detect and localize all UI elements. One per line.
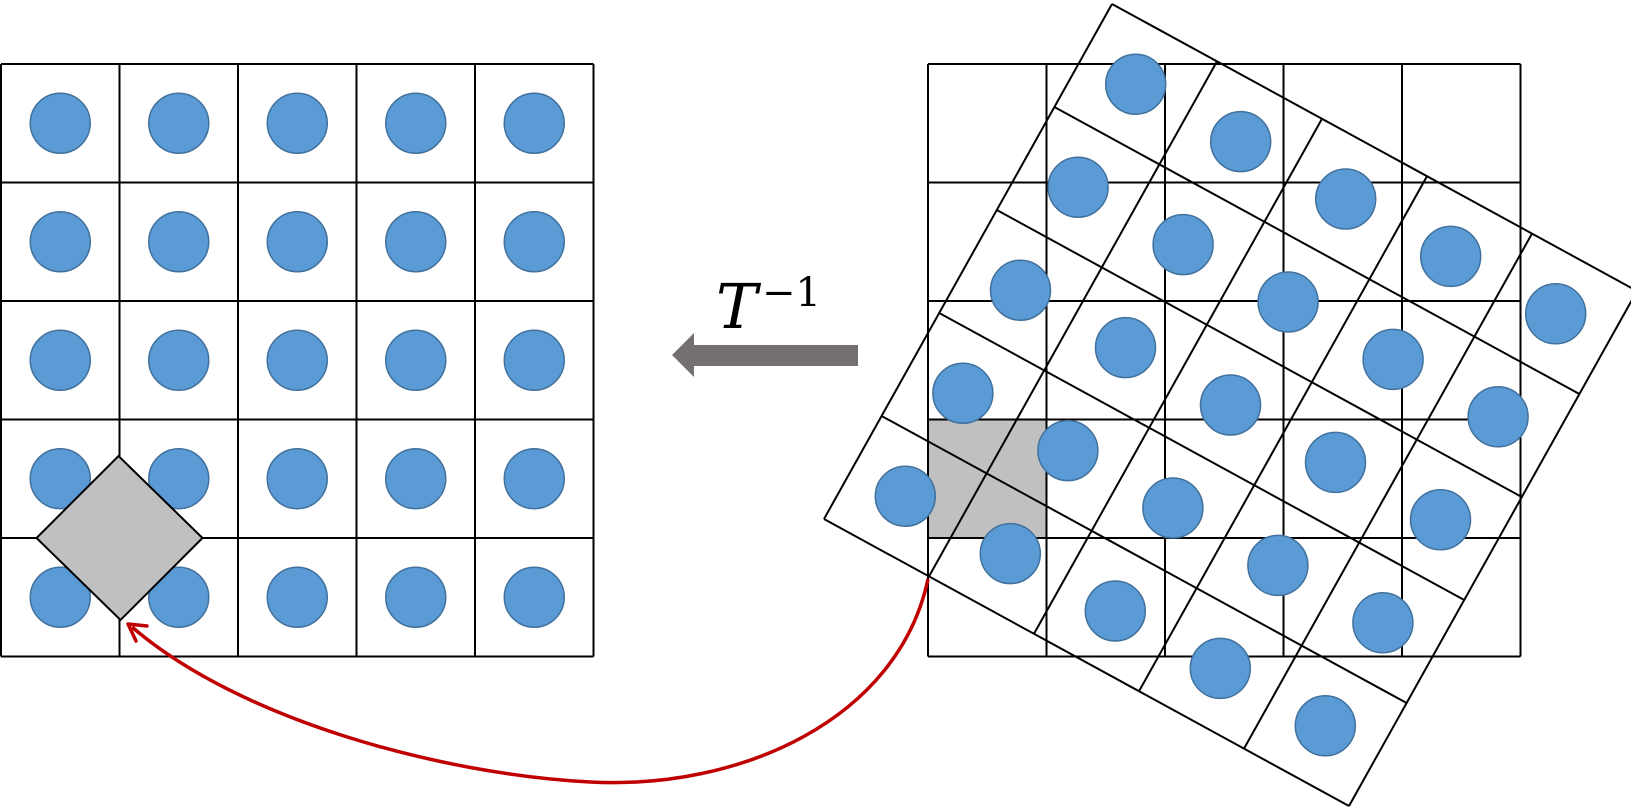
sample-dot: [266, 566, 328, 628]
mapping-arrowhead: [126, 622, 149, 643]
rotated-sample-dot: [1142, 477, 1204, 539]
rotated-sample-dot: [1362, 328, 1424, 391]
source-grid-dots: [29, 92, 565, 628]
rotated-sample-dot: [1084, 580, 1147, 642]
rotated-sample-dot: [1104, 53, 1167, 115]
sample-dot: [148, 329, 210, 391]
rotated-sample-dot: [1199, 374, 1262, 436]
rotated-sample-dot: [1152, 213, 1214, 276]
rotated-sample-dot: [1047, 156, 1109, 218]
rotated-sample-dot: [1352, 592, 1414, 654]
rotated-grid-line: [1033, 118, 1323, 635]
sample-dot: [29, 448, 91, 510]
rotated-grid-line: [881, 415, 1408, 704]
rotated-sample-dot: [1304, 431, 1367, 494]
sample-dot: [266, 92, 328, 154]
sample-dot: [385, 211, 447, 273]
rotated-grid-line: [1243, 233, 1533, 750]
sample-dot: [503, 566, 565, 628]
rotated-grid-line: [1111, 3, 1631, 289]
sample-dot: [385, 566, 447, 628]
sample-dot: [266, 448, 328, 510]
rotated-grid: [823, 3, 1631, 807]
sample-dot: [266, 329, 328, 391]
rotated-grid-line: [996, 209, 1523, 498]
sample-dot: [266, 211, 328, 273]
inverse-transform-arrow: [672, 333, 858, 377]
sample-dot: [503, 448, 565, 510]
rotated-sample-dot: [1094, 316, 1157, 379]
rotated-grid-line: [1348, 299, 1631, 807]
sample-dot: [385, 329, 447, 391]
rotated-grid-line: [823, 3, 1113, 520]
mapping-curve-arrow: [130, 578, 930, 785]
rotated-grid-line: [1053, 106, 1580, 395]
sample-dot: [385, 448, 447, 510]
sample-dot: [29, 92, 91, 154]
sample-dot: [148, 92, 210, 154]
rotated-grid-line: [938, 312, 1465, 601]
operator-base: T: [716, 270, 762, 343]
sample-dot: [503, 211, 565, 273]
sample-dot: [148, 448, 210, 510]
sample-dot: [385, 92, 447, 154]
sample-dot: [29, 211, 91, 273]
rotated-sample-dot: [1209, 110, 1272, 173]
rotated-sample-dot: [1247, 534, 1309, 597]
rotated-sample-dot: [1314, 168, 1377, 230]
rotated-sample-dot: [1419, 225, 1482, 288]
rotated-sample-dot: [1467, 386, 1529, 448]
rotated-sample-dot: [932, 362, 994, 424]
rotated-sample-dot: [1294, 695, 1357, 757]
rotated-sample-dot: [1189, 637, 1252, 700]
sample-dot: [148, 566, 210, 628]
rotated-sample-dot: [874, 465, 937, 527]
rotated-grid-line: [928, 60, 1218, 577]
sample-dot: [29, 566, 91, 628]
rotated-sample-dot: [1037, 419, 1099, 482]
rotated-sample-dot: [979, 522, 1042, 585]
sample-dot: [148, 211, 210, 273]
rotated-sample-dot: [1257, 271, 1319, 333]
target-pixel-highlight: [928, 419, 1047, 538]
inverse-transform-label: T −1: [716, 270, 821, 343]
sample-dot: [29, 329, 91, 391]
sample-dot: [503, 92, 565, 154]
rotated-grid-dots: [874, 53, 1587, 757]
sample-dot: [503, 329, 565, 391]
rotated-sample-dot: [1524, 283, 1587, 345]
operator-superscript: −1: [762, 270, 821, 316]
rotated-grid-line: [1138, 175, 1428, 692]
rotated-sample-dot: [989, 259, 1052, 321]
rotated-sample-dot: [1409, 489, 1472, 551]
mapped-pixel-footprint: [35, 454, 204, 622]
rotated-grid-line: [823, 518, 1350, 807]
